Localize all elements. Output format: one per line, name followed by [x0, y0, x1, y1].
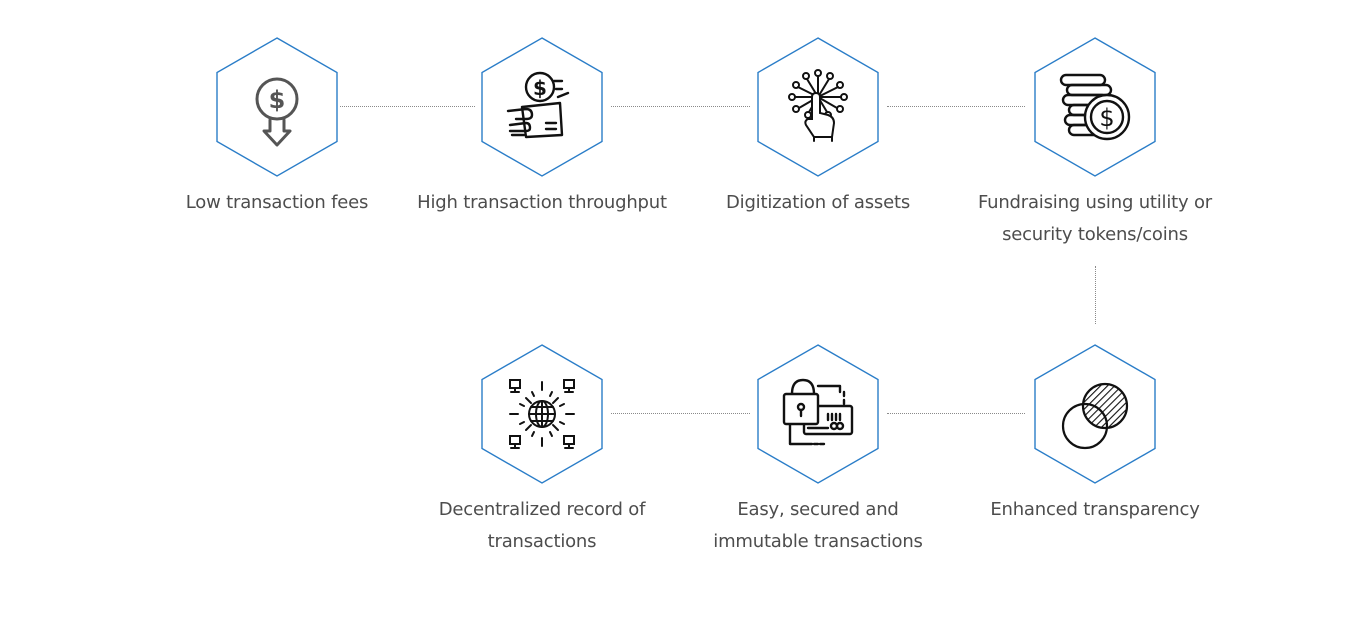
connector-throughput-to-digitization — [611, 106, 750, 107]
padlock-card-icon — [782, 378, 854, 446]
connector-decentralized-to-secured — [611, 413, 750, 414]
feature-node-digitization — [756, 36, 880, 178]
hexagon-frame — [481, 37, 603, 177]
feature-node-fundraising: $ — [1033, 36, 1157, 178]
svg-text:$: $ — [533, 76, 547, 100]
feature-node-low-fees: $ — [215, 36, 339, 178]
coin-stack-icon: $ — [1059, 73, 1131, 141]
hand-touch-network-icon — [788, 69, 848, 142]
feature-label-fundraising: Fundraising using utility or security to… — [977, 192, 1213, 245]
globe-network-icon — [509, 379, 575, 449]
feature-label-decentralized: Decentralized record of transactions — [438, 499, 646, 552]
feature-label-transparency: Enhanced transparency — [990, 499, 1200, 520]
svg-text:$: $ — [269, 86, 286, 114]
svg-text:$: $ — [1099, 104, 1114, 132]
feature-label-secured: Easy, secured and immutable transactions — [713, 499, 923, 552]
feature-label-low-fees: Low transaction fees — [185, 192, 369, 213]
dollar-coin-down-arrow-icon: $ — [255, 77, 299, 147]
overlapping-circles-icon — [1061, 382, 1129, 450]
feature-node-high-throughput: $ — [480, 36, 604, 178]
hexagon-frame — [216, 37, 338, 177]
feature-label-high-throughput: High transaction throughput — [417, 192, 667, 213]
feature-label-digitization: Digitization of assets — [726, 192, 910, 213]
connector-low-fees-to-throughput — [340, 106, 475, 107]
connector-digitization-to-fundraising — [887, 106, 1025, 107]
hand-coin-transfer-icon: $ — [506, 71, 570, 139]
connector-secured-to-transparency — [887, 413, 1025, 414]
feature-node-decentralized — [480, 343, 604, 485]
feature-node-secured — [756, 343, 880, 485]
connector-fundraising-to-transparency — [1095, 266, 1096, 324]
feature-node-transparency — [1033, 343, 1157, 485]
